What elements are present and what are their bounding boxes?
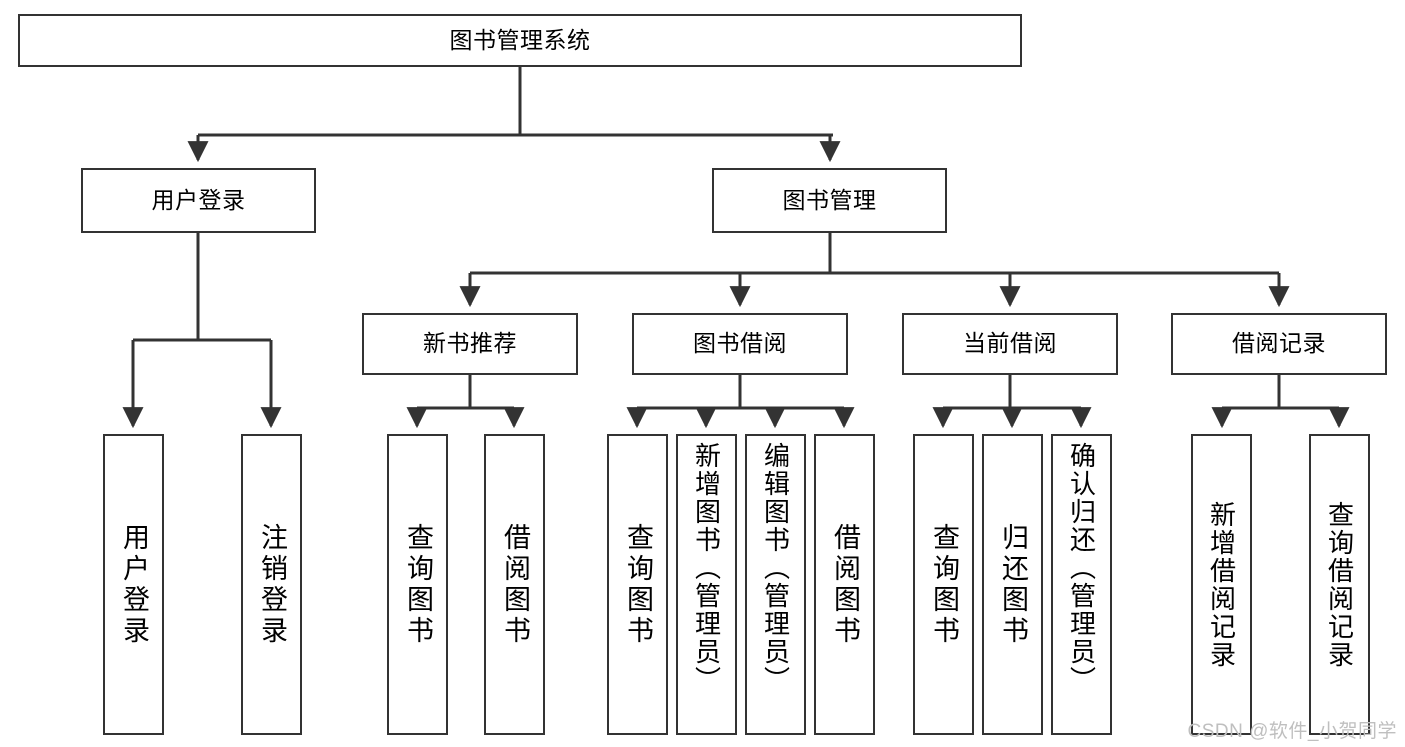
- node-label: 归还图书: [998, 522, 1028, 647]
- node-label: 图书管理: [782, 186, 877, 213]
- leaf-borrow-book-borrow[interactable]: 借阅图书: [814, 434, 875, 735]
- leaf-add-book-admin[interactable]: 新增图书（管理员）: [676, 434, 737, 735]
- leaf-borrow-book-recommend[interactable]: 借阅图书: [484, 434, 545, 735]
- node-label: 注销登录: [257, 522, 287, 647]
- leaf-return-book[interactable]: 归还图书: [982, 434, 1043, 735]
- watermark-text: CSDN @软件_小贺同学: [1187, 721, 1397, 742]
- node-book-borrow[interactable]: 图书借阅: [632, 313, 848, 375]
- node-new-book-recommend[interactable]: 新书推荐: [362, 313, 578, 375]
- leaf-logout-login[interactable]: 注销登录: [241, 434, 302, 735]
- leaf-edit-book-admin[interactable]: 编辑图书（管理员）: [745, 434, 806, 735]
- node-label: 当前借阅: [963, 330, 1057, 357]
- node-label: 借阅记录: [1232, 330, 1326, 357]
- node-label: 查询图书: [403, 522, 433, 647]
- leaf-query-book-current[interactable]: 查询图书: [913, 434, 974, 735]
- node-user-login[interactable]: 用户登录: [81, 168, 316, 233]
- node-label: 编辑图书（管理员）: [760, 442, 791, 694]
- leaf-user-login[interactable]: 用户登录: [103, 434, 164, 735]
- node-label: 图书借阅: [693, 330, 787, 357]
- node-label: 图书管理系统: [449, 26, 591, 53]
- node-label: 确认归还（管理员）: [1066, 442, 1097, 694]
- node-label: 用户登录: [151, 186, 246, 213]
- node-label: 借阅图书: [830, 522, 860, 647]
- node-current-borrow[interactable]: 当前借阅: [902, 313, 1118, 375]
- leaf-confirm-return-admin[interactable]: 确认归还（管理员）: [1051, 434, 1112, 735]
- node-label: 用户登录: [119, 522, 149, 647]
- node-label: 借阅图书: [500, 522, 530, 647]
- leaf-query-book-borrow[interactable]: 查询图书: [607, 434, 668, 735]
- node-label: 查询借阅记录: [1324, 500, 1355, 669]
- leaf-query-book-recommend[interactable]: 查询图书: [387, 434, 448, 735]
- node-label: 新增图书（管理员）: [691, 442, 722, 694]
- node-book-management[interactable]: 图书管理: [712, 168, 947, 233]
- node-label: 新增借阅记录: [1206, 500, 1237, 669]
- node-root-system[interactable]: 图书管理系统: [18, 14, 1022, 67]
- node-borrow-record[interactable]: 借阅记录: [1171, 313, 1387, 375]
- leaf-query-borrow-record[interactable]: 查询借阅记录: [1309, 434, 1370, 735]
- node-label: 新书推荐: [423, 330, 517, 357]
- node-label: 查询图书: [623, 522, 653, 647]
- leaf-add-borrow-record[interactable]: 新增借阅记录: [1191, 434, 1252, 735]
- node-label: 查询图书: [929, 522, 959, 647]
